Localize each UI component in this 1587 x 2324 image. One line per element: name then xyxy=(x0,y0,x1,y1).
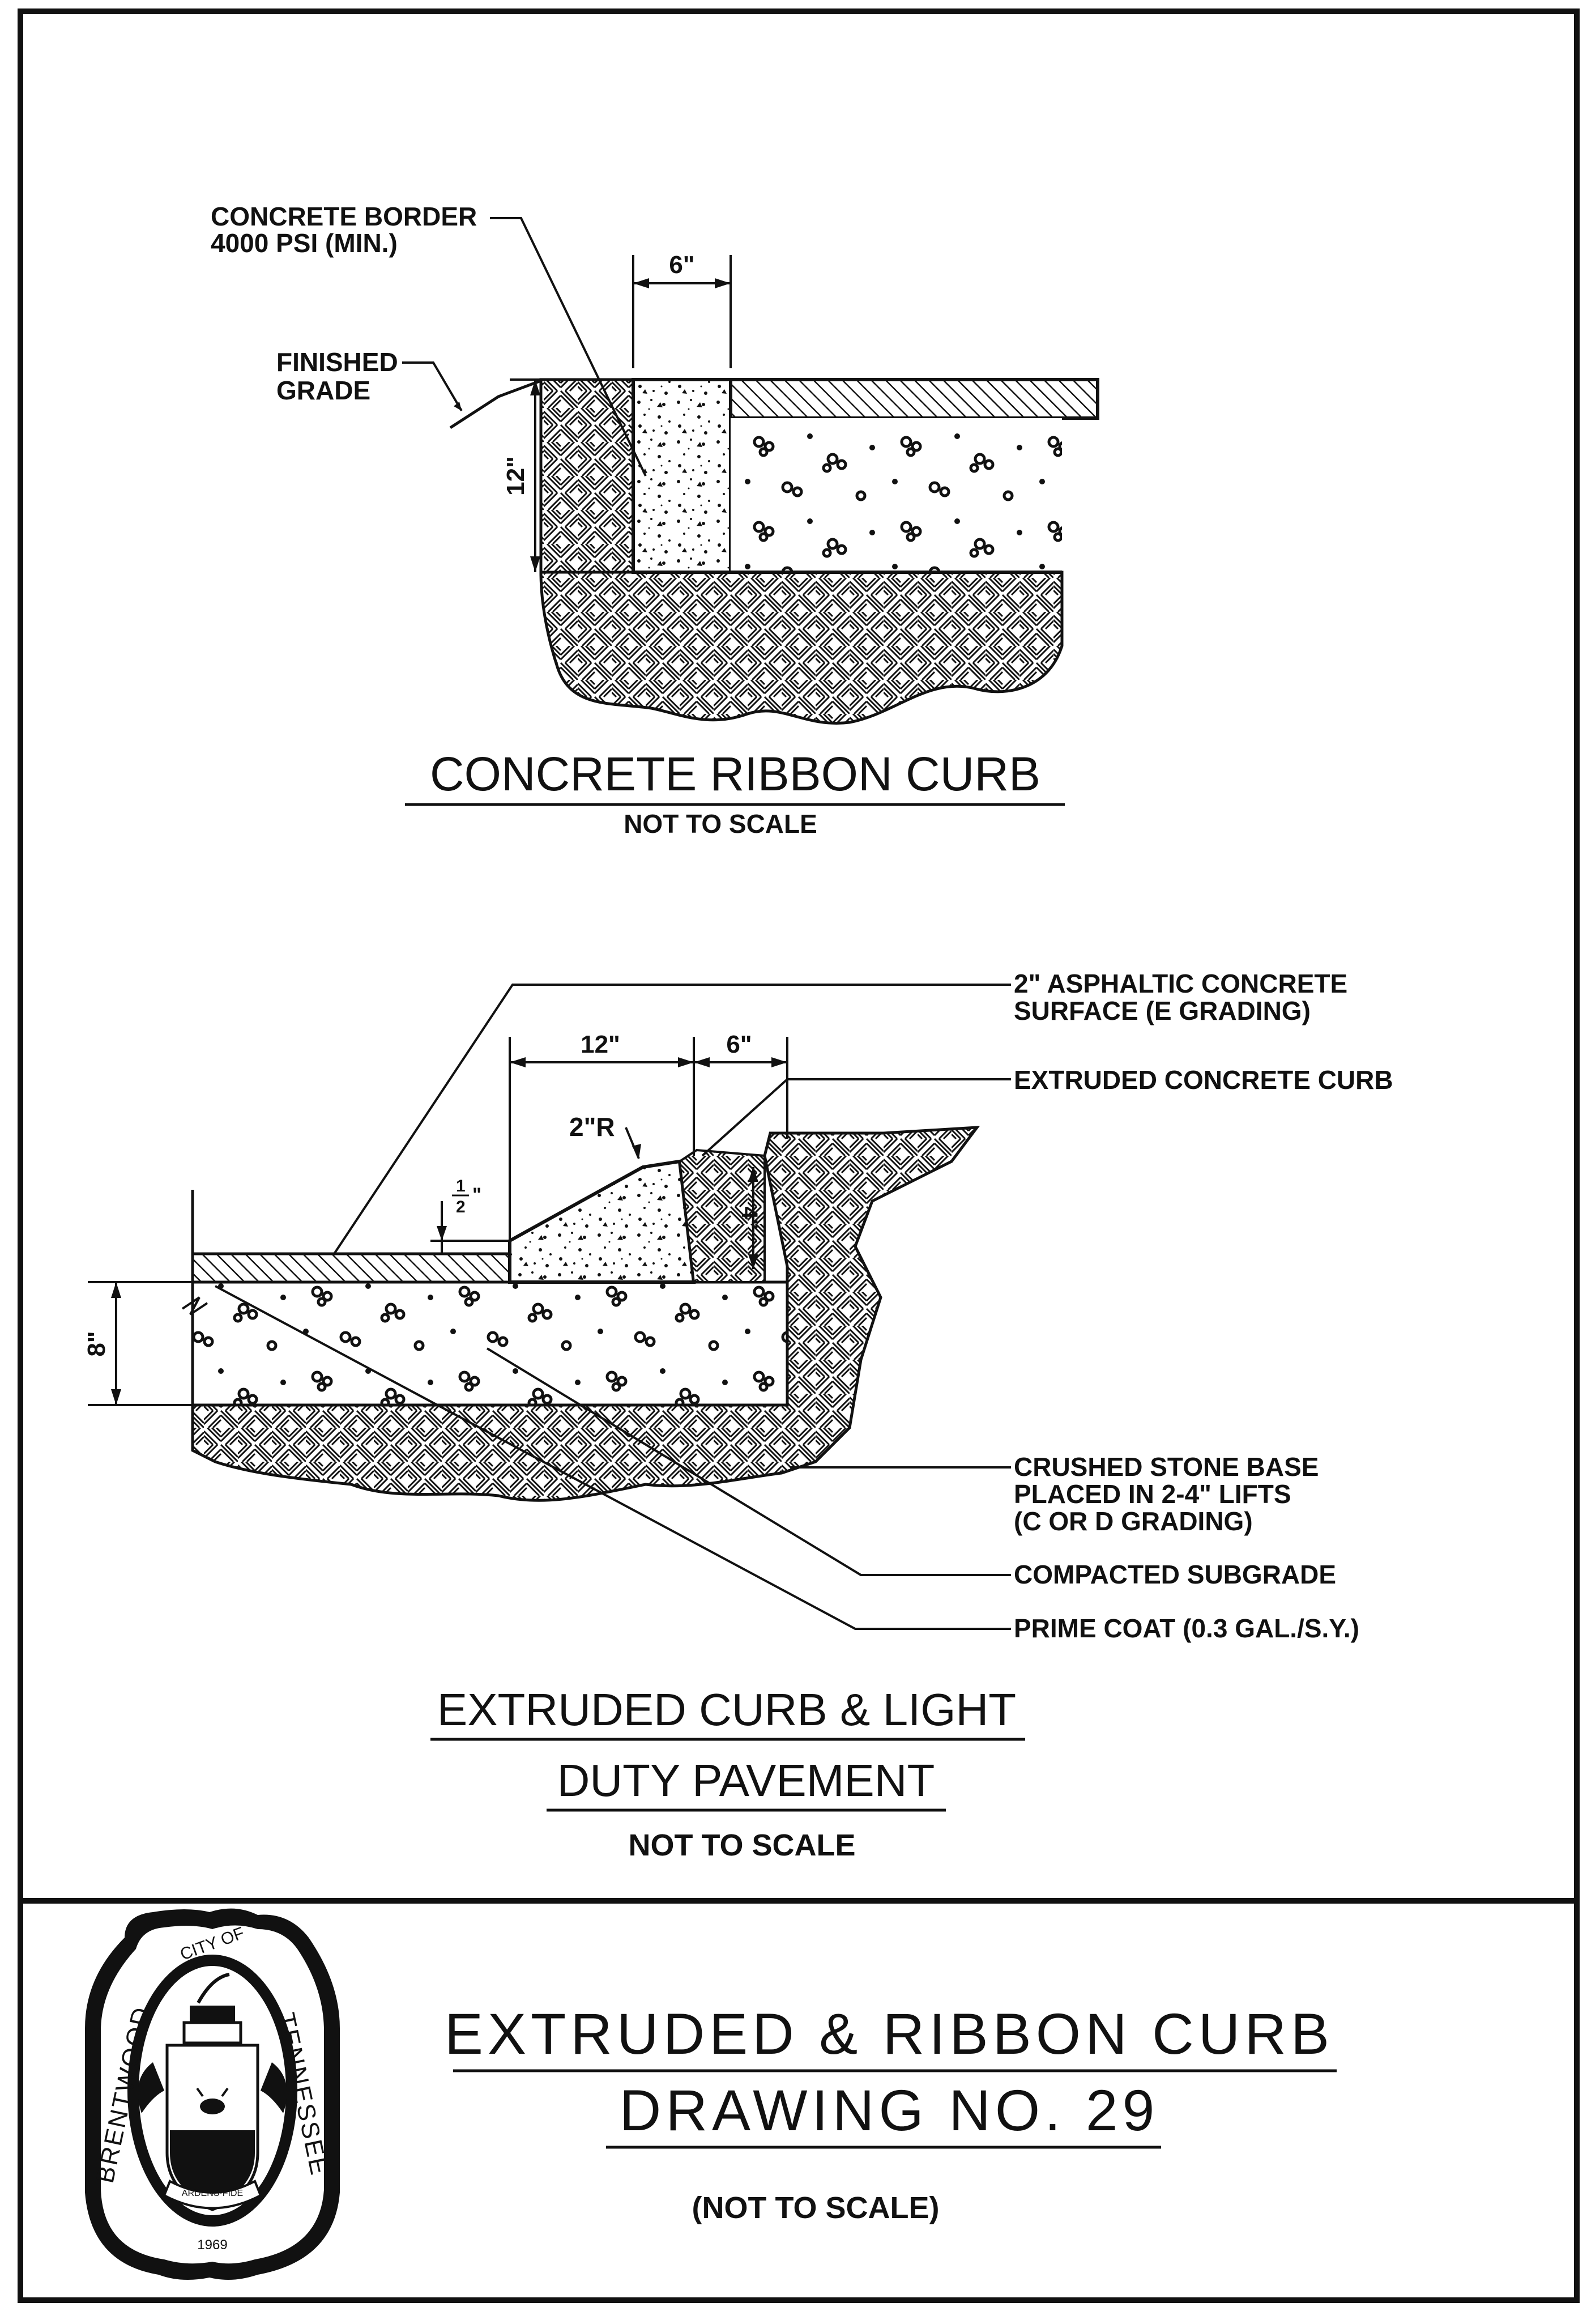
label-crushed-stone-2: PLACED IN 2-4" LIFTS xyxy=(1014,1479,1291,1509)
extruded-title-1: EXTRUDED CURB & LIGHT xyxy=(437,1684,1016,1735)
leader-asphalt xyxy=(333,984,1011,1255)
dim-12-inch: 12" xyxy=(581,1031,620,1058)
ribbon-curb-subtitle: NOT TO SCALE xyxy=(624,809,817,838)
extruded-asphalt-surface xyxy=(191,1252,511,1284)
leader-subgrade xyxy=(486,1347,1011,1576)
city-seal: ARDENS·FIDE CITY OF BRENTWOOD TENNESSEE … xyxy=(85,1908,340,2280)
leader-extruded-curb xyxy=(701,1078,1011,1157)
extruded-curb-detail: 12" 6" 2"R 1 2 " 4" 8" 2" ASPHALTIC CONC… xyxy=(83,969,1393,1862)
label-extruded-curb: EXTRUDED CONCRETE CURB xyxy=(1014,1065,1393,1095)
leader-prime-coat xyxy=(215,1285,1011,1630)
label-concrete-border: CONCRETE BORDER xyxy=(211,202,477,231)
extruded-title-2: DUTY PAVEMENT xyxy=(557,1755,935,1806)
ribbon-backfill-hatch xyxy=(539,378,635,574)
extruded-stone-base xyxy=(191,1280,789,1407)
leader-concrete-border xyxy=(490,217,647,476)
label-crushed-stone-3: (C OR D GRADING) xyxy=(1014,1506,1253,1536)
title-block: EXTRUDED & RIBBON CURB DRAWING NO. 29 (N… xyxy=(445,2002,1337,2225)
ribbon-concrete-border xyxy=(632,378,732,574)
seal-motto: ARDENS·FIDE xyxy=(182,2189,243,2198)
label-concrete-psi: 4000 PSI (MIN.) xyxy=(211,228,398,258)
label-crushed-stone-1: CRUSHED STONE BASE xyxy=(1014,1452,1319,1482)
seal-year: 1969 xyxy=(197,2237,227,2253)
label-finished-grade: FINISHED xyxy=(276,347,398,377)
title-block-line-2: DRAWING NO. 29 xyxy=(620,2078,1159,2143)
leader-finished-grade xyxy=(402,361,463,412)
sheet-border xyxy=(18,8,1580,2303)
ribbon-subgrade-hatch xyxy=(539,571,1064,725)
dim-half-den: 2 xyxy=(456,1198,466,1216)
label-asphalt-1: 2" ASPHALTIC CONCRETE xyxy=(1014,969,1347,998)
dim-8-inch: 8" xyxy=(83,1331,110,1356)
ribbon-dim-width: 6" xyxy=(669,251,694,279)
finished-grade-line xyxy=(449,379,541,429)
extruded-subgrade-hatch xyxy=(191,1126,980,1502)
title-block-line-1: EXTRUDED & RIBBON CURB xyxy=(445,2002,1334,2066)
ribbon-curb-detail: 6" 12" CONCRETE BORDER 4000 PSI (MIN.) F… xyxy=(211,202,1099,838)
label-prime-coat: PRIME COAT (0.3 GAL./S.Y.) xyxy=(1014,1614,1359,1643)
dim-curb-height: 4" xyxy=(737,1206,762,1229)
ribbon-stone-base xyxy=(731,418,1062,572)
extruded-concrete-curb xyxy=(508,1159,696,1284)
label-asphalt-2: SURFACE (E GRADING) xyxy=(1014,996,1311,1025)
dim-half-mark: " xyxy=(472,1184,481,1206)
ribbon-asphalt-surface xyxy=(729,378,1099,420)
dim-6-inch: 6" xyxy=(726,1031,752,1058)
label-compacted-subgrade: COMPACTED SUBGRADE xyxy=(1014,1560,1336,1589)
ribbon-dim-depth: 12" xyxy=(502,456,530,496)
dim-radius: 2"R xyxy=(569,1112,615,1142)
title-block-line-3: (NOT TO SCALE) xyxy=(692,2191,940,2225)
dim-half-num: 1 xyxy=(456,1177,466,1195)
ribbon-curb-title: CONCRETE RIBBON CURB xyxy=(430,747,1040,801)
extruded-subtitle: NOT TO SCALE xyxy=(628,1828,855,1862)
label-grade: GRADE xyxy=(276,376,370,405)
